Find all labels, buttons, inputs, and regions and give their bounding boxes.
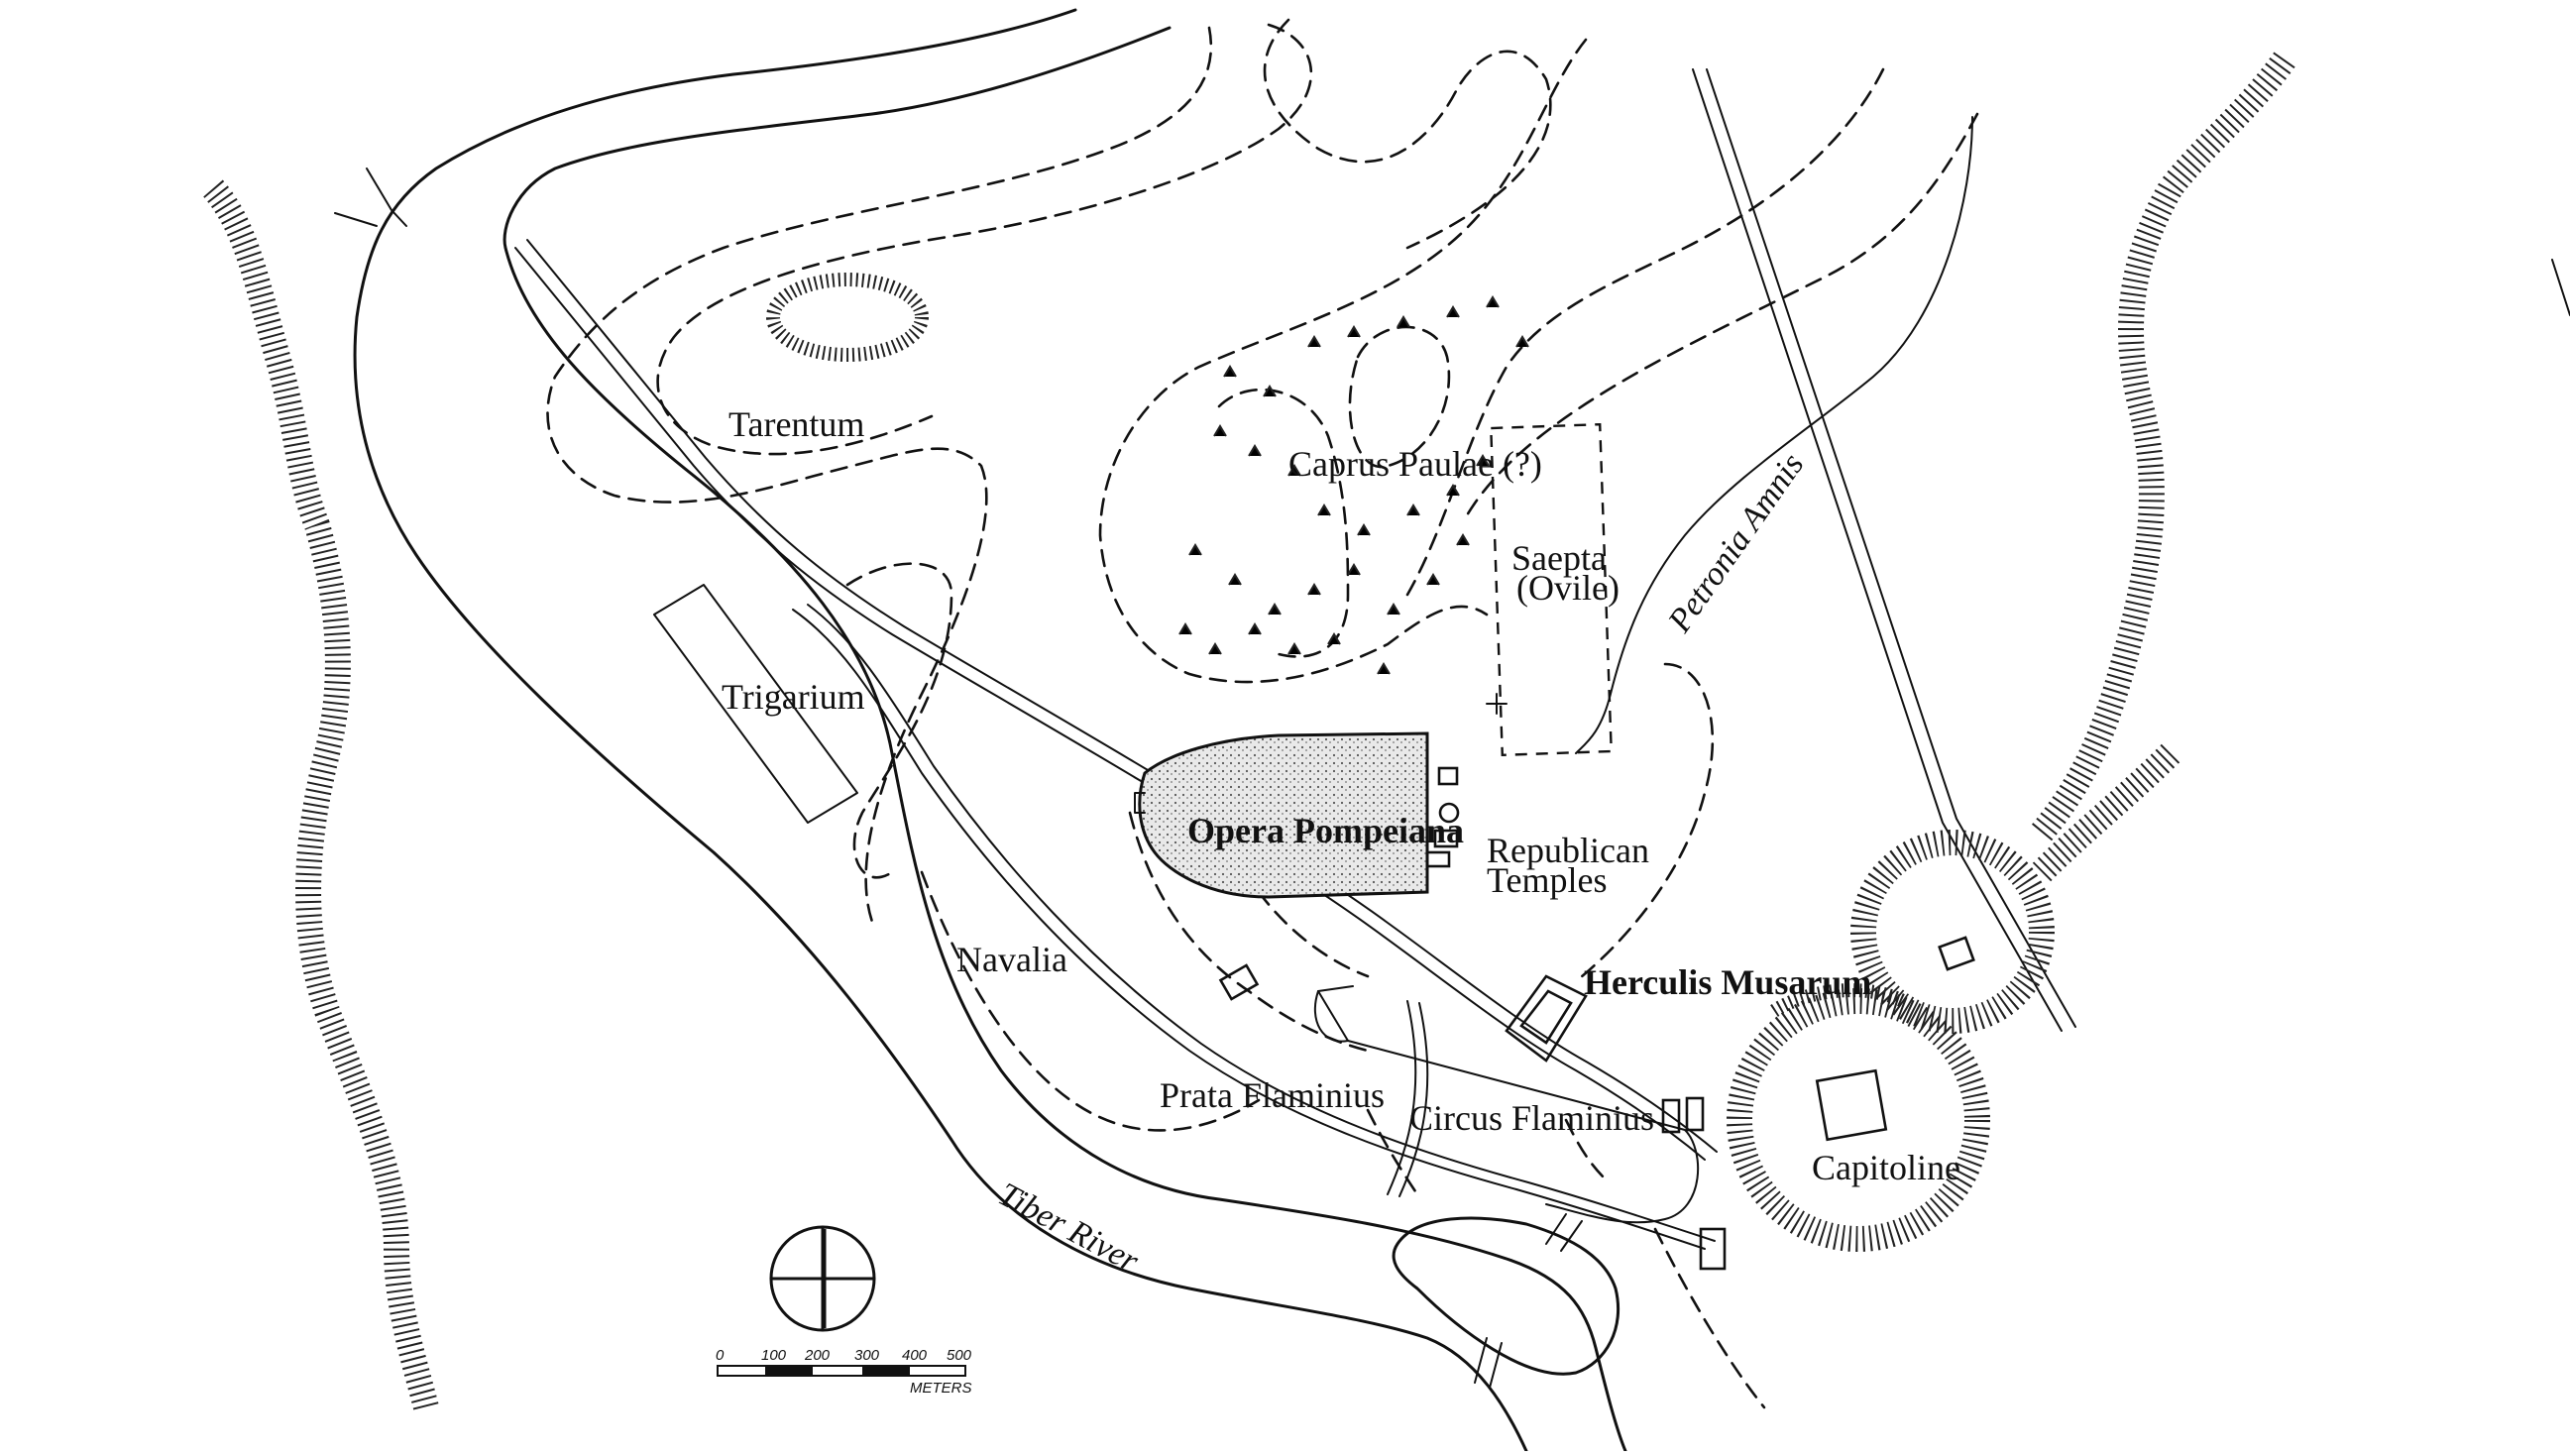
north-compass-icon	[769, 1225, 876, 1332]
label-opera-pompeiana: Opera Pompeiana	[1187, 811, 1464, 850]
edge-mark	[2551, 259, 2570, 316]
opera-pompeiana-porch	[1134, 792, 1146, 814]
circus-flaminius-outline	[1317, 990, 1700, 1224]
contours	[546, 18, 1979, 1409]
label-petronia-amnis: Petronia Amnis	[1661, 447, 1812, 640]
marsh-vegetation	[1178, 295, 1529, 675]
island-bridge-east	[1545, 1213, 1583, 1252]
label-caprus-paulae: Caprus Paulae (?)	[1288, 444, 1542, 484]
label-republican: Republican	[1487, 831, 1649, 870]
capitoline-saddle	[1770, 983, 1907, 1017]
temple-round	[1438, 802, 1460, 824]
scale-unit: METERS	[910, 1380, 972, 1397]
building-small-1	[1661, 1098, 1681, 1134]
roads	[514, 68, 2076, 1250]
tiber-river-banks	[334, 8, 1627, 1453]
map-labels: Tarentum Caprus Paulae (?) Saepta (Ovile…	[722, 404, 1960, 1281]
label-saepta: Saepta	[1511, 538, 1607, 578]
road-main-b	[526, 239, 1718, 1153]
scale-tick-100: 100	[761, 1347, 787, 1364]
label-temples: Temples	[1487, 860, 1607, 900]
label-ovile: (Ovile)	[1516, 568, 1620, 608]
label-prata-flaminius: Prata Flaminius	[1160, 1075, 1385, 1115]
label-circus-flaminius: Circus Flaminius	[1409, 1098, 1654, 1138]
tiber-west-bank	[353, 8, 1528, 1453]
building-small-3	[1699, 1227, 1727, 1271]
navalia-building	[1218, 963, 1260, 1001]
road-lower-a	[792, 609, 1706, 1250]
herculis-musarum-temple	[1505, 974, 1588, 1063]
via-lata-a	[1692, 68, 2063, 1032]
quirinal-ridge-south	[2032, 743, 2180, 882]
trigarium-outline	[653, 584, 858, 824]
quirinal-ridge	[2031, 52, 2295, 841]
building-small-2	[1685, 1096, 1705, 1132]
scale-tick-400: 400	[902, 1347, 928, 1364]
tiber-east-bank	[503, 26, 1627, 1453]
tiber-island	[1392, 1216, 1620, 1376]
label-navalia: Navalia	[956, 940, 1067, 979]
river-fork	[334, 168, 407, 227]
label-capitoline: Capitoline	[1812, 1148, 1960, 1187]
scale-tick-0: 0	[716, 1347, 725, 1364]
temple-a	[1437, 766, 1459, 786]
label-trigarium: Trigarium	[722, 677, 865, 717]
scale-tick-300: 300	[854, 1347, 880, 1364]
capitoline-hill	[1727, 988, 1990, 1252]
janiculum-ridge	[202, 179, 439, 1411]
arx-temple	[1938, 936, 1975, 971]
via-lata-b	[1706, 68, 2076, 1028]
capitoline-temple	[1815, 1068, 1888, 1142]
saepta-outline	[1490, 422, 1613, 757]
cross-mark	[1486, 693, 1508, 715]
temple-b	[1433, 829, 1459, 848]
temple-c	[1425, 850, 1451, 868]
island-bridge-west	[1474, 1337, 1503, 1389]
scale-bar: 0 100 200 300 400 500 METERS	[716, 1347, 972, 1397]
road-lower-b	[807, 604, 1716, 1242]
opera-pompeiana-area	[1138, 731, 1429, 899]
scale-tick-500: 500	[947, 1347, 972, 1364]
label-tarentum: Tarentum	[728, 404, 864, 444]
hills	[202, 52, 2295, 1411]
scale-tick-200: 200	[804, 1347, 831, 1364]
tarentum-mound	[766, 273, 929, 362]
label-herculis-musarum: Herculis Musarum	[1584, 962, 1871, 1002]
capitoline-arx	[1850, 830, 2055, 1034]
label-tiber-river: Tiber River	[992, 1176, 1145, 1280]
petronia-amnis-stream	[1575, 116, 1973, 754]
